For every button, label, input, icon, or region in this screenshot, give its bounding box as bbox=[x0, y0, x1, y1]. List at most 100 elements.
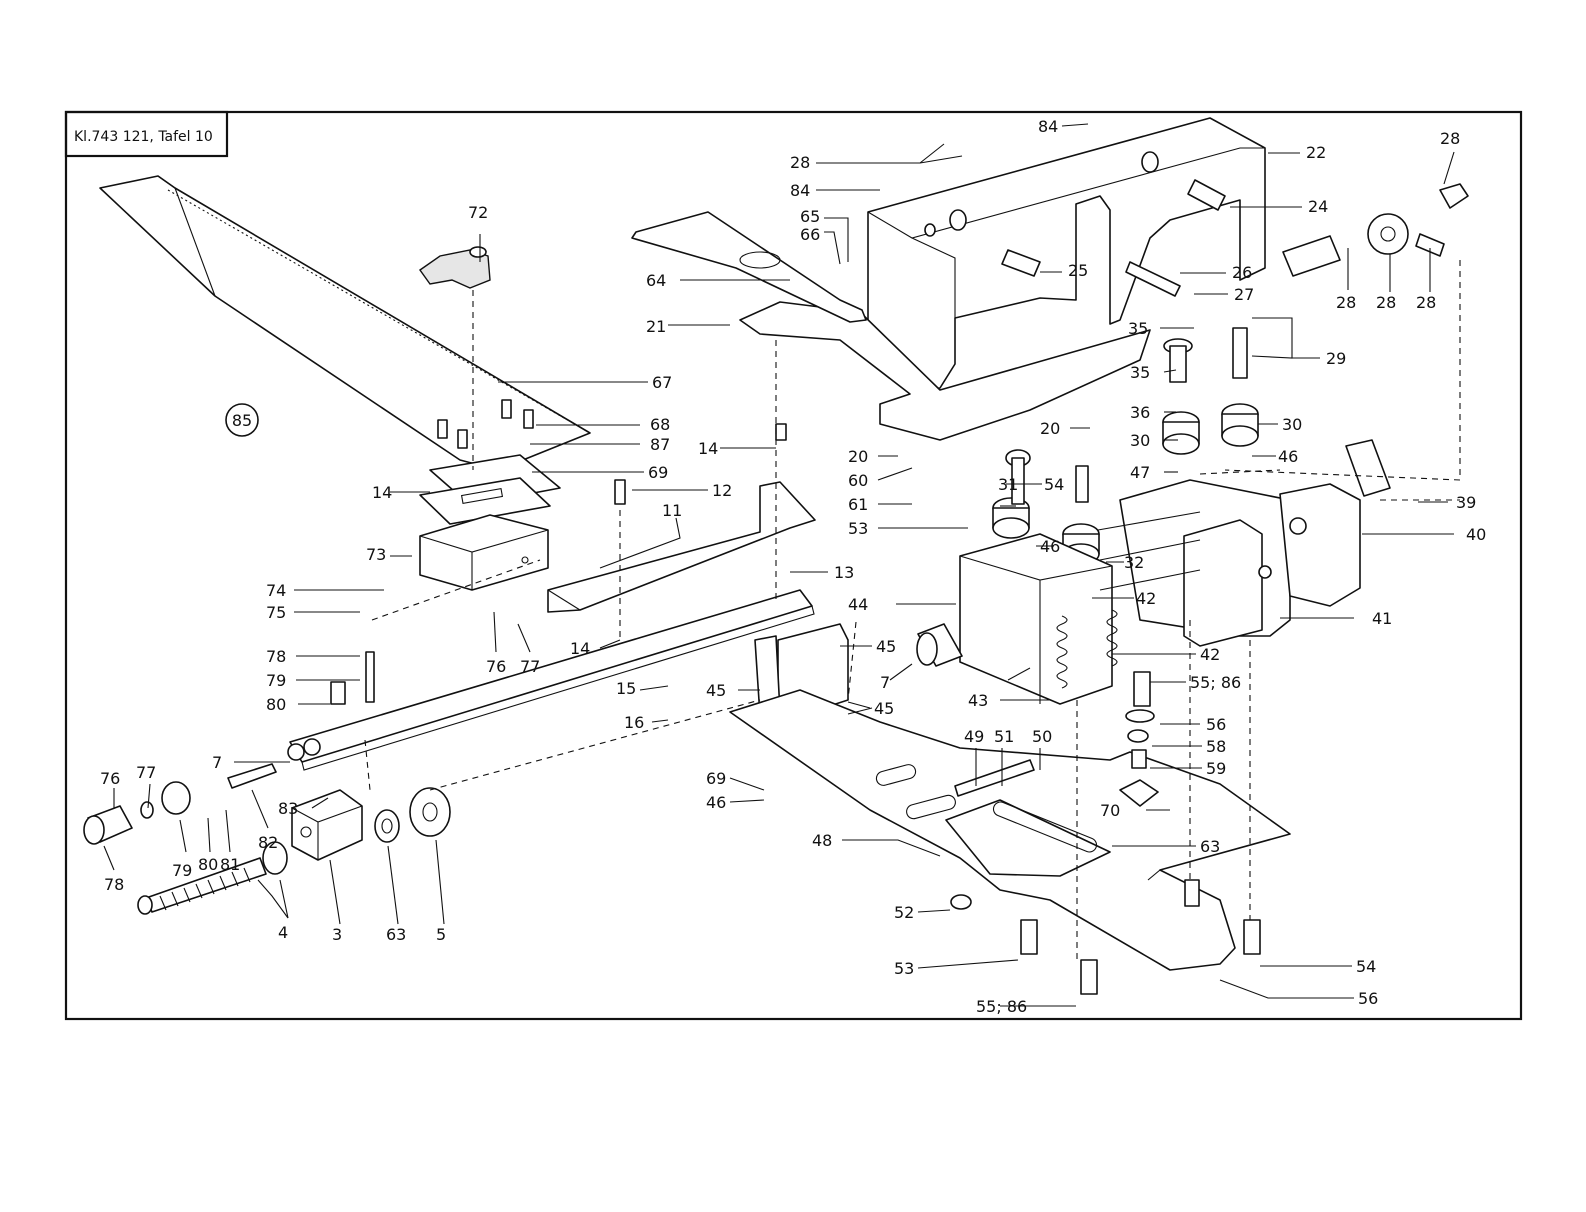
springs bbox=[1056, 609, 1118, 689]
bottom-bolts bbox=[950, 879, 1261, 995]
callout: 28 bbox=[1416, 293, 1436, 312]
callout: 72 bbox=[468, 203, 488, 222]
callout: 63 bbox=[386, 925, 406, 944]
callout: 48 bbox=[812, 831, 832, 850]
callout: 7 bbox=[880, 673, 890, 692]
callout: 5 bbox=[436, 925, 446, 944]
callout: 31 bbox=[998, 475, 1018, 494]
callout: 84 bbox=[1038, 117, 1058, 136]
callout: 51 bbox=[994, 727, 1014, 746]
callout: 39 bbox=[1456, 493, 1476, 512]
callout: 29 bbox=[1326, 349, 1346, 368]
tray-64 bbox=[631, 211, 867, 323]
callout: 13 bbox=[834, 563, 854, 582]
callout: 82 bbox=[258, 833, 278, 852]
callout: 4 bbox=[278, 923, 288, 942]
callout: 67 bbox=[652, 373, 672, 392]
bolts-right bbox=[1001, 179, 1248, 379]
callout: 83 bbox=[278, 799, 298, 818]
adjust-block bbox=[291, 789, 363, 861]
callout: 76 bbox=[100, 769, 120, 788]
callout: 78 bbox=[104, 875, 124, 894]
callout: 44 bbox=[848, 595, 868, 614]
callout: 59 bbox=[1206, 759, 1226, 778]
adjust-screw bbox=[137, 841, 288, 915]
callout: 30 bbox=[1282, 415, 1302, 434]
sheet-reference: Kl.743 121, Tafel 10 bbox=[74, 129, 213, 145]
callout: 15 bbox=[616, 679, 636, 698]
callout: 16 bbox=[624, 713, 644, 732]
callout: 80 bbox=[266, 695, 286, 714]
callout: 68 bbox=[650, 415, 670, 434]
callout: 81 bbox=[220, 855, 240, 874]
right-small-parts bbox=[1119, 439, 1391, 807]
callout: 46 bbox=[706, 793, 726, 812]
callout: 45 bbox=[876, 637, 896, 656]
callout: 42 bbox=[1200, 645, 1220, 664]
callout: 35 bbox=[1128, 319, 1148, 338]
washers-left bbox=[374, 787, 451, 843]
callout: 53 bbox=[894, 959, 914, 978]
callout: 35 bbox=[1130, 363, 1150, 382]
callout: 76 bbox=[486, 657, 506, 676]
callout: 20 bbox=[1040, 419, 1060, 438]
callout: 84 bbox=[790, 181, 810, 200]
blade-part bbox=[99, 175, 591, 471]
callout: 79 bbox=[172, 861, 192, 880]
callout: 28 bbox=[1336, 293, 1356, 312]
callout: 7 bbox=[212, 753, 222, 772]
callout: 75 bbox=[266, 603, 286, 622]
callout: 56 bbox=[1206, 715, 1226, 734]
callout: 69 bbox=[706, 769, 726, 788]
slide-plate-43 bbox=[945, 759, 1111, 877]
callout: 53 bbox=[848, 519, 868, 538]
callout: 45 bbox=[706, 681, 726, 700]
callout: 80 bbox=[198, 855, 218, 874]
callout: 58 bbox=[1206, 737, 1226, 756]
callout: 49 bbox=[964, 727, 984, 746]
group-number-circle: 85 bbox=[225, 403, 259, 437]
callout: 77 bbox=[136, 763, 156, 782]
callout: 24 bbox=[1308, 197, 1328, 216]
callout: 74 bbox=[266, 581, 286, 600]
callout: 73 bbox=[366, 545, 386, 564]
callout: 65 bbox=[800, 207, 820, 226]
callout: 66 bbox=[800, 225, 820, 244]
callout: 42 bbox=[1136, 589, 1156, 608]
callout: 3 bbox=[332, 925, 342, 944]
callout: 61 bbox=[848, 495, 868, 514]
callout: 50 bbox=[1032, 727, 1052, 746]
callout: 36 bbox=[1130, 403, 1150, 422]
callout: 40 bbox=[1466, 525, 1486, 544]
callout: 14 bbox=[698, 439, 718, 458]
pins bbox=[1005, 338, 1193, 505]
callout: 79 bbox=[266, 671, 286, 690]
callout: 27 bbox=[1234, 285, 1254, 304]
callout: 14 bbox=[570, 639, 590, 658]
group-number: 85 bbox=[232, 411, 252, 430]
base-plate-17 bbox=[739, 301, 1151, 441]
callout: 87 bbox=[650, 435, 670, 454]
leader-lines bbox=[103, 123, 1455, 1007]
diagram-frame bbox=[64, 110, 1523, 1021]
callout: 70 bbox=[1100, 801, 1120, 820]
callout: 47 bbox=[1130, 463, 1150, 482]
knob-parts bbox=[83, 763, 277, 845]
guide-block bbox=[419, 514, 549, 591]
callout: 54 bbox=[1044, 475, 1064, 494]
main-housing bbox=[867, 117, 1266, 391]
callout: 28 bbox=[1440, 129, 1460, 148]
assembly-lines bbox=[364, 260, 1461, 960]
callout: 60 bbox=[848, 471, 868, 490]
callout: 41 bbox=[1372, 609, 1392, 628]
rail-part bbox=[287, 589, 815, 771]
callout: 30 bbox=[1130, 431, 1150, 450]
callout: 54 bbox=[1356, 957, 1376, 976]
callout: 52 bbox=[894, 903, 914, 922]
callout: 32 bbox=[1124, 553, 1144, 572]
callout: 28 bbox=[790, 153, 810, 172]
callout-labels: 84 28 84 65 66 64 21 22 24 25 26 27 28 2… bbox=[100, 117, 1486, 1016]
callout: 56 bbox=[1358, 989, 1378, 1008]
callout: 25 bbox=[1068, 261, 1088, 280]
